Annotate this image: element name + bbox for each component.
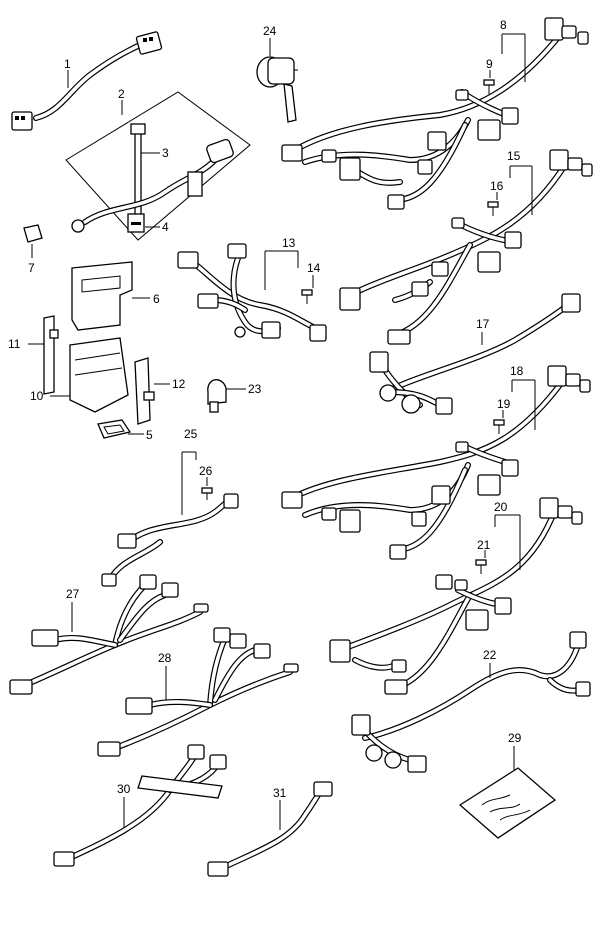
part-6-cover[interactable] [71,261,133,331]
part-30-harness[interactable] [53,744,227,867]
part-26-bolt[interactable] [201,487,213,500]
part-8-harness[interactable] [281,17,589,210]
callout-18: 18 [510,364,524,378]
part-18-harness[interactable] [281,365,591,560]
part-25-harness[interactable] [101,493,239,587]
part-27-harness[interactable] [9,574,209,695]
callout-17: 17 [476,317,490,331]
part-12-bracket[interactable] [134,357,155,425]
part-19-bolt[interactable] [493,419,505,434]
callout-7: 7 [28,261,35,275]
callout-9: 9 [486,57,493,71]
part-20-harness[interactable] [329,497,583,695]
part-16-bolt[interactable] [487,201,499,216]
callout-15: 15 [507,149,521,163]
part-11-bracket[interactable] [43,315,59,395]
callout-14: 14 [307,261,321,275]
part-21-bolt[interactable] [475,559,487,574]
callout-4: 4 [162,220,169,234]
callout-5: 5 [146,428,153,442]
part-22-harness[interactable] [351,631,591,773]
callout-1: 1 [64,57,71,71]
callout-28: 28 [158,651,172,665]
part-24-sensor[interactable] [256,56,298,123]
callout-16: 16 [490,179,504,193]
part-2-kit [65,91,251,241]
callout-11: 11 [8,337,21,351]
part-1-harness[interactable] [11,31,163,131]
callout-24: 24 [263,24,277,38]
part-29-bag[interactable] [458,767,557,839]
callout-13: 13 [282,236,296,250]
callout-10: 10 [30,389,44,403]
part-9-bolt[interactable] [483,79,495,94]
callout-20: 20 [494,500,508,514]
callout-30: 30 [117,782,131,796]
part-14-bolt[interactable] [301,289,313,304]
callout-31: 31 [273,786,287,800]
part-4-connector[interactable] [127,213,145,233]
callout-19: 19 [497,397,511,411]
callout-25: 25 [184,427,198,441]
part-7-cap[interactable] [23,224,43,243]
part-10-control-unit[interactable] [69,337,129,413]
callout-29: 29 [508,731,522,745]
callout-22: 22 [483,648,497,662]
callout-26: 26 [199,464,213,478]
part-17-harness[interactable] [369,293,581,415]
callout-27: 27 [66,587,80,601]
callout-2: 2 [118,87,125,101]
part-13-harness[interactable] [177,243,327,342]
part-31-harness[interactable] [207,781,333,877]
part-2-ground-cable[interactable] [71,138,234,233]
callout-8: 8 [500,18,507,32]
part-23-clamp[interactable] [207,379,227,413]
callout-21: 21 [477,538,491,552]
callout-12: 12 [172,377,186,391]
part-28-harness[interactable] [97,627,299,757]
part-5-grommet[interactable] [97,419,132,439]
callout-23: 23 [248,382,262,396]
callout-6: 6 [153,292,160,306]
part-15-harness[interactable] [339,149,593,345]
callout-3: 3 [162,146,169,160]
